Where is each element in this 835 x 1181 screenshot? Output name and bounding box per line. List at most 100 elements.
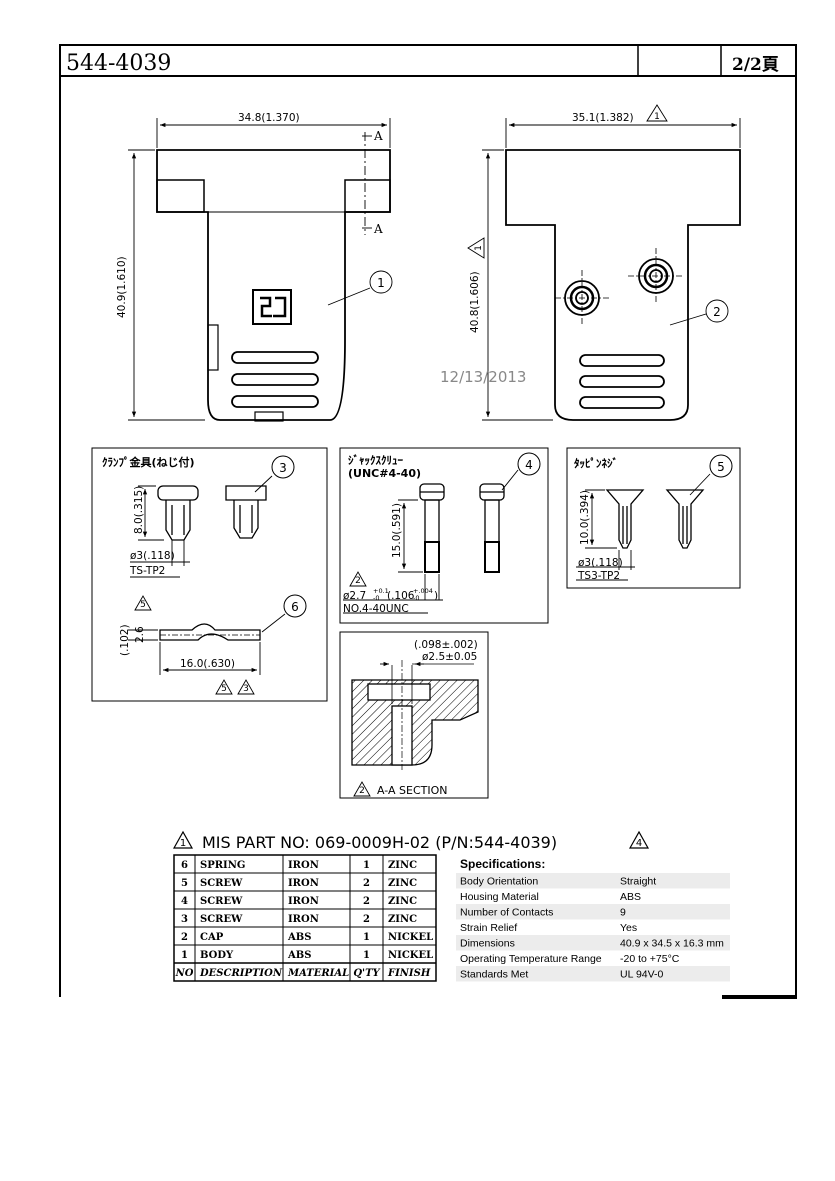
section-mark-bottom: A bbox=[373, 222, 383, 236]
jackscrew-tol-up: +0.1 bbox=[373, 587, 389, 595]
bom-cell: NICKEL bbox=[388, 932, 433, 943]
section-rev-mark: 2 bbox=[359, 786, 365, 796]
mis-rev-mark: 1 bbox=[180, 838, 186, 849]
bom-cell: 1 bbox=[363, 860, 370, 871]
balloon-1: 1 bbox=[377, 276, 385, 290]
bom-header-cell: MATERIAL bbox=[287, 968, 349, 979]
rs-logo-icon bbox=[252, 289, 292, 325]
bom-cell: ZINC bbox=[388, 860, 417, 871]
bom-cell: ZINC bbox=[388, 878, 417, 889]
spec-row-bg bbox=[456, 935, 730, 951]
title-block: 544-4039 2/2頁 bbox=[59, 44, 797, 77]
bom-cell: CAP bbox=[200, 932, 224, 943]
clamp-title: ｸﾗﾝﾌﾟ金具(ねじ付) bbox=[102, 455, 195, 469]
back-height-dim: 40.8(1.606) bbox=[469, 271, 481, 333]
detail-box-tapping bbox=[566, 447, 741, 589]
tapping-drawing bbox=[605, 454, 733, 549]
bom-cell: 4 bbox=[181, 896, 188, 907]
bom-cell: SCREW bbox=[200, 914, 243, 925]
spec-value: Yes bbox=[620, 922, 637, 934]
clamp-drawing bbox=[157, 455, 295, 541]
bom-frame bbox=[173, 854, 437, 982]
page-number: 2/2頁 bbox=[732, 55, 779, 75]
mis-rev-triangle-2 bbox=[628, 830, 650, 849]
back-view-dims bbox=[467, 104, 741, 421]
rev-mark-back-width: 1 bbox=[654, 112, 660, 122]
jackscrew-thread: NO.4-40UNC bbox=[343, 603, 409, 615]
section-dim-mm: ø2.5±0.05 bbox=[422, 651, 477, 663]
spec-key: Operating Temperature Range bbox=[460, 953, 602, 965]
bom-cell: SCREW bbox=[200, 896, 243, 907]
bom-cell: ABS bbox=[287, 932, 311, 943]
bom-header-cell: DESCRIPTION bbox=[199, 968, 283, 979]
bom-header-cell: FINISH bbox=[387, 968, 431, 979]
tapping-title: ﾀｯﾋﾟﾝﾈｼﾞ bbox=[574, 456, 618, 470]
section-drawing bbox=[351, 660, 479, 797]
date-stamp: 12/13/2013 bbox=[440, 368, 526, 386]
balloon-5: 5 bbox=[717, 460, 725, 474]
bom-cell: 1 bbox=[363, 950, 370, 961]
section-label: A-A SECTION bbox=[377, 784, 448, 797]
bom-cell: BODY bbox=[200, 950, 234, 961]
bom-header-cell: Q'TY bbox=[353, 968, 380, 979]
bom-cell: 2 bbox=[363, 914, 370, 925]
back-view bbox=[505, 149, 741, 421]
spec-value: ABS bbox=[620, 891, 641, 903]
balloon-6: 6 bbox=[291, 600, 299, 614]
spec-row-bg bbox=[456, 904, 730, 920]
spring-drawing bbox=[134, 594, 307, 695]
clamp-spec: TS-TP2 bbox=[129, 565, 165, 577]
spring-rev-bot2: 3 bbox=[243, 684, 249, 694]
bom-cell: 1 bbox=[181, 950, 188, 961]
bom-cell: SPRING bbox=[200, 860, 245, 871]
spec-value: -20 to +75°C bbox=[620, 953, 680, 965]
jackscrew-drawing bbox=[349, 452, 541, 587]
spring-dims bbox=[128, 629, 261, 675]
jackscrew-dims bbox=[343, 499, 443, 614]
rev-mark-back-height: 1 bbox=[474, 245, 484, 251]
section-mark-top: A bbox=[373, 129, 383, 143]
bom-cell: 3 bbox=[181, 914, 188, 925]
detail-box-clamp bbox=[91, 447, 328, 702]
bom-header-cell: NO bbox=[175, 968, 194, 979]
bom-cell: SCREW bbox=[200, 878, 243, 889]
spec-key: Dimensions bbox=[460, 938, 515, 950]
front-height-dim: 40.9(1.610) bbox=[116, 256, 128, 318]
jackscrew-inch-dn: -0 bbox=[413, 594, 419, 602]
front-view-dims bbox=[128, 118, 393, 421]
balloon-4: 4 bbox=[525, 458, 533, 472]
spec-row-bg bbox=[456, 873, 730, 889]
detail-box-jackscrew bbox=[339, 447, 549, 624]
front-view bbox=[156, 149, 391, 422]
spec-key: Housing Material bbox=[460, 891, 539, 903]
spec-value: UL 94V-0 bbox=[620, 969, 664, 981]
bom-cell: ZINC bbox=[388, 896, 417, 907]
clamp-height-dim: 8.0(.315) bbox=[133, 486, 145, 534]
spring-rev-bot1: 5 bbox=[221, 684, 227, 694]
spec-row-bg bbox=[456, 966, 730, 982]
clamp-dia-dim: ø3(.118) bbox=[130, 550, 175, 562]
bom-cell: 2 bbox=[363, 878, 370, 889]
section-dim-in: (.098±.002) bbox=[414, 639, 478, 651]
spring-thk-mm: 2.6 bbox=[134, 626, 146, 643]
bom-cell: 5 bbox=[181, 878, 188, 889]
balloon-2: 2 bbox=[713, 305, 721, 319]
mis-rev-mark-2: 4 bbox=[636, 838, 642, 849]
front-width-dim: 34.8(1.370) bbox=[238, 112, 300, 124]
bom-cell: 2 bbox=[363, 896, 370, 907]
bom-cell: IRON bbox=[288, 914, 319, 925]
jackscrew-dia-main: ø2.7 bbox=[343, 590, 366, 602]
spec-key: Body Orientation bbox=[460, 876, 538, 888]
spec-value: Straight bbox=[620, 876, 656, 888]
spring-thk-in: (.102) bbox=[119, 624, 131, 656]
spring-len-dim: 16.0(.630) bbox=[180, 658, 235, 670]
spec-value: 9 bbox=[620, 907, 626, 919]
jackscrew-tol-dn: -0 bbox=[373, 594, 379, 602]
spring-rev-top: 5 bbox=[140, 600, 146, 610]
jackscrew-rev-mark: 2 bbox=[355, 576, 361, 586]
tapping-height-dim: 10.0(.394) bbox=[579, 490, 591, 545]
clamp-dims bbox=[130, 485, 190, 578]
